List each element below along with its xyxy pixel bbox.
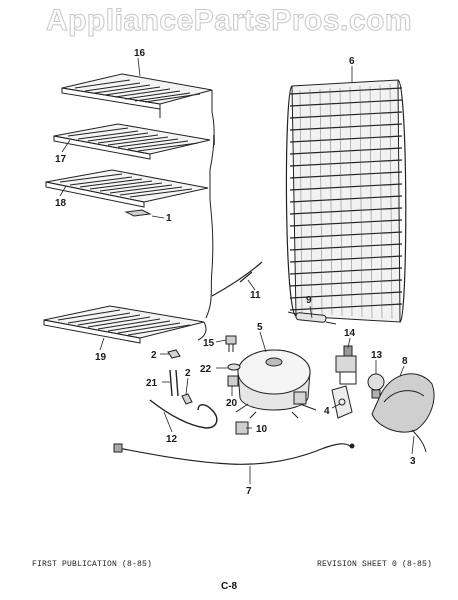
mounting-bracket bbox=[331, 385, 353, 419]
callout-20: 20 bbox=[226, 398, 238, 409]
footer-first-publication: FIRST PUBLICATION (8-85) bbox=[32, 560, 153, 569]
callout-22: 22 bbox=[200, 364, 212, 375]
callout-11: 11 bbox=[250, 290, 261, 301]
callout-8: 8 bbox=[402, 356, 408, 367]
callout-18: 18 bbox=[55, 198, 67, 209]
evaporator-shelf-19 bbox=[43, 305, 205, 344]
connecting-tubing bbox=[197, 111, 215, 341]
clip-2b bbox=[181, 393, 193, 405]
overload-protector bbox=[367, 373, 385, 399]
evaporator-shelf-16 bbox=[61, 73, 213, 118]
callout-1: 1 bbox=[166, 213, 172, 224]
callout-16: 16 bbox=[134, 48, 146, 59]
compressor bbox=[235, 349, 317, 419]
callout-9: 9 bbox=[306, 295, 312, 306]
filter-drier bbox=[287, 311, 337, 325]
condenser-coil bbox=[285, 79, 407, 323]
callout-6: 6 bbox=[349, 56, 355, 67]
watermark-logo: AppliancePartsPros.com bbox=[45, 4, 413, 38]
leader-lines bbox=[59, 57, 415, 484]
callout-15: 15 bbox=[203, 338, 215, 349]
footer-revision-sheet: REVISION SHEET 0 (8-85) bbox=[316, 560, 432, 569]
tube-21 bbox=[169, 369, 179, 397]
page-code: C-8 bbox=[220, 581, 238, 592]
clip-part bbox=[124, 209, 152, 217]
bolt-15 bbox=[225, 335, 237, 352]
callout-10: 10 bbox=[256, 424, 268, 435]
washer-22 bbox=[227, 363, 241, 371]
callout-3: 3 bbox=[410, 456, 416, 467]
callout-2a: 2 bbox=[151, 350, 157, 361]
callout-12: 12 bbox=[166, 434, 178, 445]
power-cord bbox=[113, 443, 355, 465]
callout-21: 21 bbox=[146, 378, 158, 389]
start-relay bbox=[335, 345, 357, 385]
terminal-cover bbox=[371, 373, 435, 433]
callout-7: 7 bbox=[246, 486, 252, 497]
evaporator-shelf-18 bbox=[45, 169, 209, 208]
clip-2a bbox=[167, 349, 181, 359]
callout-2b: 2 bbox=[185, 368, 191, 379]
evaporator-shelf-17 bbox=[53, 123, 211, 160]
capillary-tube bbox=[211, 261, 263, 297]
callout-4: 4 bbox=[324, 406, 330, 417]
callout-17: 17 bbox=[55, 154, 67, 165]
u-tube-12 bbox=[149, 399, 218, 429]
grommet-20 bbox=[227, 375, 239, 387]
callout-19: 19 bbox=[95, 352, 107, 363]
callout-14: 14 bbox=[344, 328, 356, 339]
callout-13: 13 bbox=[371, 350, 383, 361]
wire-3 bbox=[411, 429, 427, 453]
callout-5: 5 bbox=[257, 322, 263, 333]
